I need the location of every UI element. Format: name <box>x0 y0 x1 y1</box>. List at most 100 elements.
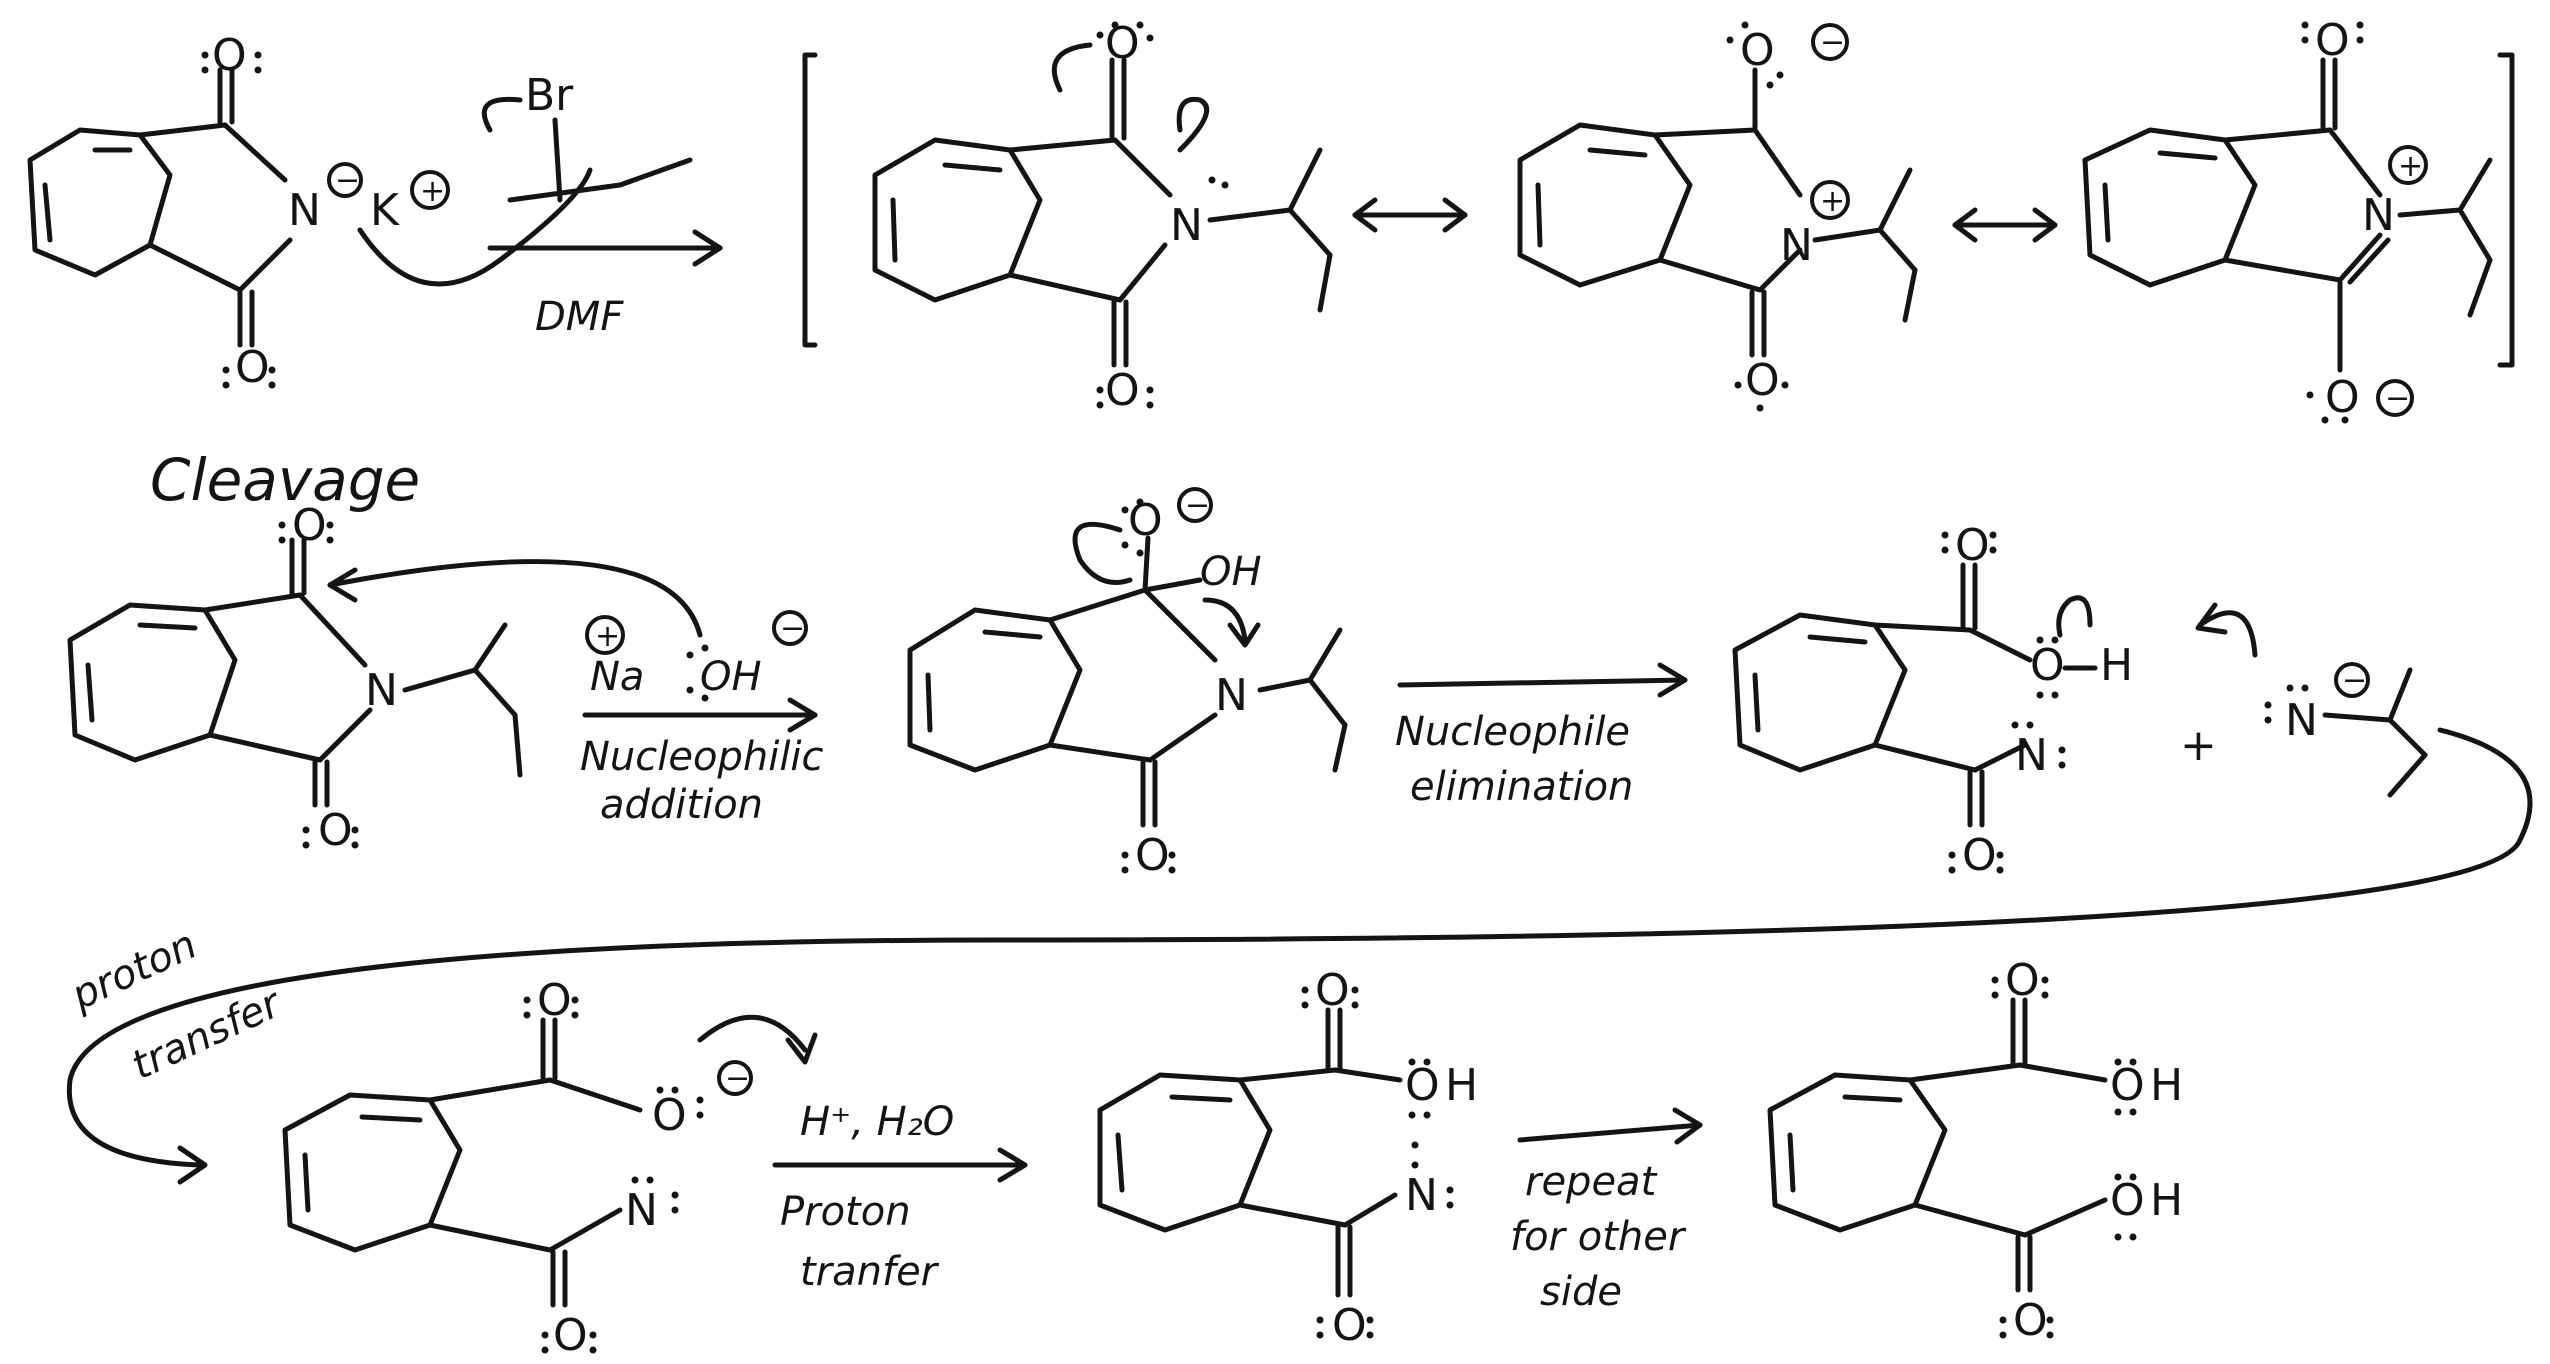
curved-arrow <box>1202 597 1248 643</box>
bond <box>1872 622 1973 633</box>
svg-text:+: + <box>2398 149 2423 184</box>
negative-charge: − <box>327 162 363 198</box>
benzene-ring <box>67 602 238 763</box>
bond <box>1117 242 1168 303</box>
double-bond <box>890 197 898 263</box>
bond <box>1757 247 1803 293</box>
negative-charge: − <box>772 610 808 646</box>
oxygen-atom: O <box>2030 640 2065 691</box>
nitrogen-atom: N <box>288 185 321 236</box>
benzene-ring <box>2082 127 2258 288</box>
arrowhead <box>997 1147 1028 1183</box>
hydrogen-atom: H <box>1445 1060 1478 1111</box>
bond <box>202 592 303 613</box>
bond <box>1332 722 1348 773</box>
arrowhead <box>1442 197 1468 233</box>
nitrogen-atom: N <box>2362 190 2395 241</box>
bond <box>2387 667 2413 723</box>
bond <box>2322 712 2393 723</box>
bond <box>222 122 288 183</box>
oxygen-atom: O <box>1105 365 1140 416</box>
reaction-arrow <box>1517 1122 1703 1143</box>
oxygen-atom: O <box>235 342 270 393</box>
double-bond <box>982 629 1043 640</box>
oxygen-atom: O <box>1315 965 1350 1016</box>
bond <box>1332 1067 1403 1083</box>
oxygen-atom: O <box>537 975 572 1026</box>
bond <box>207 732 323 763</box>
bond <box>547 1207 623 1253</box>
bond <box>2387 717 2428 758</box>
arrowhead <box>1952 207 1978 243</box>
arrowhead <box>2032 207 2058 243</box>
curved-arrow <box>481 96 523 133</box>
bond <box>1752 127 1803 198</box>
alkyl-bromide: Br <box>481 70 693 203</box>
bond <box>1307 677 1348 728</box>
hydrogen-atom: H <box>2150 1060 2183 1111</box>
bond <box>2457 157 2493 213</box>
bond <box>427 1222 553 1253</box>
double-bond <box>1169 1094 1233 1103</box>
oxygen-atom: O <box>2315 15 2350 66</box>
nitrogen-atom: N <box>625 1185 658 1236</box>
arrowhead <box>785 1032 818 1065</box>
double-bond <box>1787 1132 1796 1193</box>
svg-text:−: − <box>1185 488 1210 523</box>
side-label: side <box>1540 1269 1622 1315</box>
resonance-structure-2: O − O N + <box>1517 23 1918 406</box>
oxygen-atom: O <box>1745 355 1780 406</box>
double-bond <box>2157 150 2218 161</box>
bond <box>1047 587 1148 623</box>
oxygen-atom: O <box>1405 1060 1440 1111</box>
nitrogen-atom: N <box>365 665 398 716</box>
bond <box>507 182 623 203</box>
bond <box>1147 712 1218 763</box>
arrowhead <box>2195 602 2228 635</box>
bond <box>1877 167 1913 233</box>
bond <box>2222 257 2343 283</box>
bond <box>1967 627 2033 663</box>
bond <box>1142 587 1218 663</box>
bond <box>1812 227 1883 243</box>
benzene-ring <box>907 607 1083 773</box>
proton-label-2: Proton <box>780 1189 911 1235</box>
double-bond <box>925 672 933 733</box>
svg-text:−: − <box>2385 381 2410 416</box>
bond <box>1142 577 1203 593</box>
double-bond <box>1587 147 1648 158</box>
svg-text:−: − <box>780 611 805 646</box>
double-bond <box>85 662 95 723</box>
oxygen-atom: O <box>1135 830 1170 881</box>
repeat-label: repeat <box>1525 1159 1658 1205</box>
left-bracket <box>802 52 818 348</box>
nitrogen-atom: N <box>1780 220 1813 271</box>
n-alkylphthalimide: O O N <box>67 500 703 856</box>
bond <box>427 1077 553 1103</box>
bond <box>552 117 563 203</box>
benzene-ring <box>1097 1072 1273 1233</box>
positive-charge: + <box>410 170 450 210</box>
bond <box>1142 535 1151 593</box>
benzene-ring <box>1517 122 1693 288</box>
benzene-ring <box>27 127 173 278</box>
oxygen-atom: O <box>652 1090 687 1141</box>
nucleophilic-label: Nucleophilic <box>580 734 824 780</box>
bond <box>317 707 373 763</box>
oxygen-atom: O <box>2110 1060 2145 1111</box>
lone-pairs <box>201 21 2364 1354</box>
right-bracket <box>2497 52 2515 368</box>
negative-charge: − <box>2376 379 2414 417</box>
reagent-dmf-label: DMF <box>535 294 624 340</box>
bond <box>297 592 368 668</box>
bond <box>1237 1067 1338 1083</box>
negative-charge: − <box>1177 487 1213 523</box>
hydrogen-atom: H <box>2150 1175 2183 1226</box>
bond <box>1047 742 1153 763</box>
bond <box>137 122 228 138</box>
bond <box>1237 1202 1348 1228</box>
bond <box>1652 127 1758 138</box>
bond <box>1207 207 1293 223</box>
oxygen-atom: O <box>318 805 353 856</box>
